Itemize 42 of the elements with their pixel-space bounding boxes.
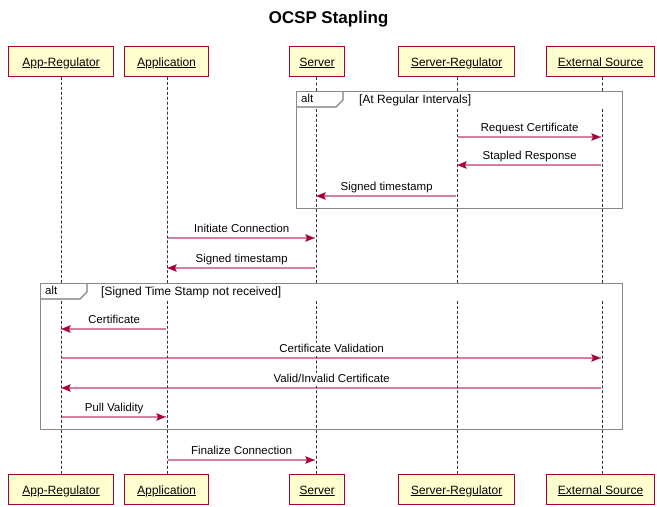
message-label: Stapled Response — [480, 150, 578, 163]
message-arrow — [61, 412, 166, 420]
lifeline — [167, 77, 168, 283]
participant-box: Server — [289, 46, 345, 77]
lifeline — [166, 300, 168, 428]
lifeline — [60, 300, 62, 428]
message-arrow — [457, 132, 601, 140]
message-label: Valid/Invalid Certificate — [271, 373, 392, 386]
lifeline — [456, 300, 458, 428]
message-label: Signed timestamp — [193, 253, 290, 266]
fragment-condition: [Signed Time Stamp not received] — [101, 284, 282, 299]
lifeline — [457, 77, 458, 91]
lifeline — [61, 77, 62, 283]
lifeline — [457, 209, 458, 283]
participant-box: Application — [124, 46, 209, 77]
lifeline — [602, 77, 603, 91]
participant-box: Server-Regulator — [398, 474, 515, 505]
message-arrow — [456, 160, 601, 168]
lifeline — [316, 209, 317, 283]
fragment-condition: [At Regular Intervals] — [359, 92, 472, 107]
lifeline — [456, 108, 458, 207]
diagram-title: OCSP Stapling — [268, 8, 390, 28]
participant-box: App-Regulator — [8, 474, 114, 505]
lifeline — [316, 77, 317, 91]
participant-box: External Source — [546, 474, 655, 505]
message-label: Request Certificate — [478, 122, 580, 135]
lifeline — [602, 209, 603, 283]
message-label: Signed timestamp — [338, 181, 435, 194]
message-arrow — [60, 324, 166, 332]
message-label: Pull Validity — [82, 402, 146, 415]
participant-box: Server — [289, 474, 345, 505]
message-arrow — [61, 354, 601, 362]
message-arrow — [168, 234, 316, 242]
participant-box: External Source — [546, 46, 655, 77]
message-label: Certificate Validation — [277, 343, 386, 356]
message-arrow — [60, 384, 601, 392]
message-arrow — [168, 456, 316, 464]
participant-box: Application — [124, 474, 209, 505]
message-arrow — [166, 264, 316, 272]
participant-box: Server-Regulator — [398, 46, 515, 77]
message-arrow — [315, 192, 456, 200]
participant-box: App-Regulator — [8, 46, 114, 77]
